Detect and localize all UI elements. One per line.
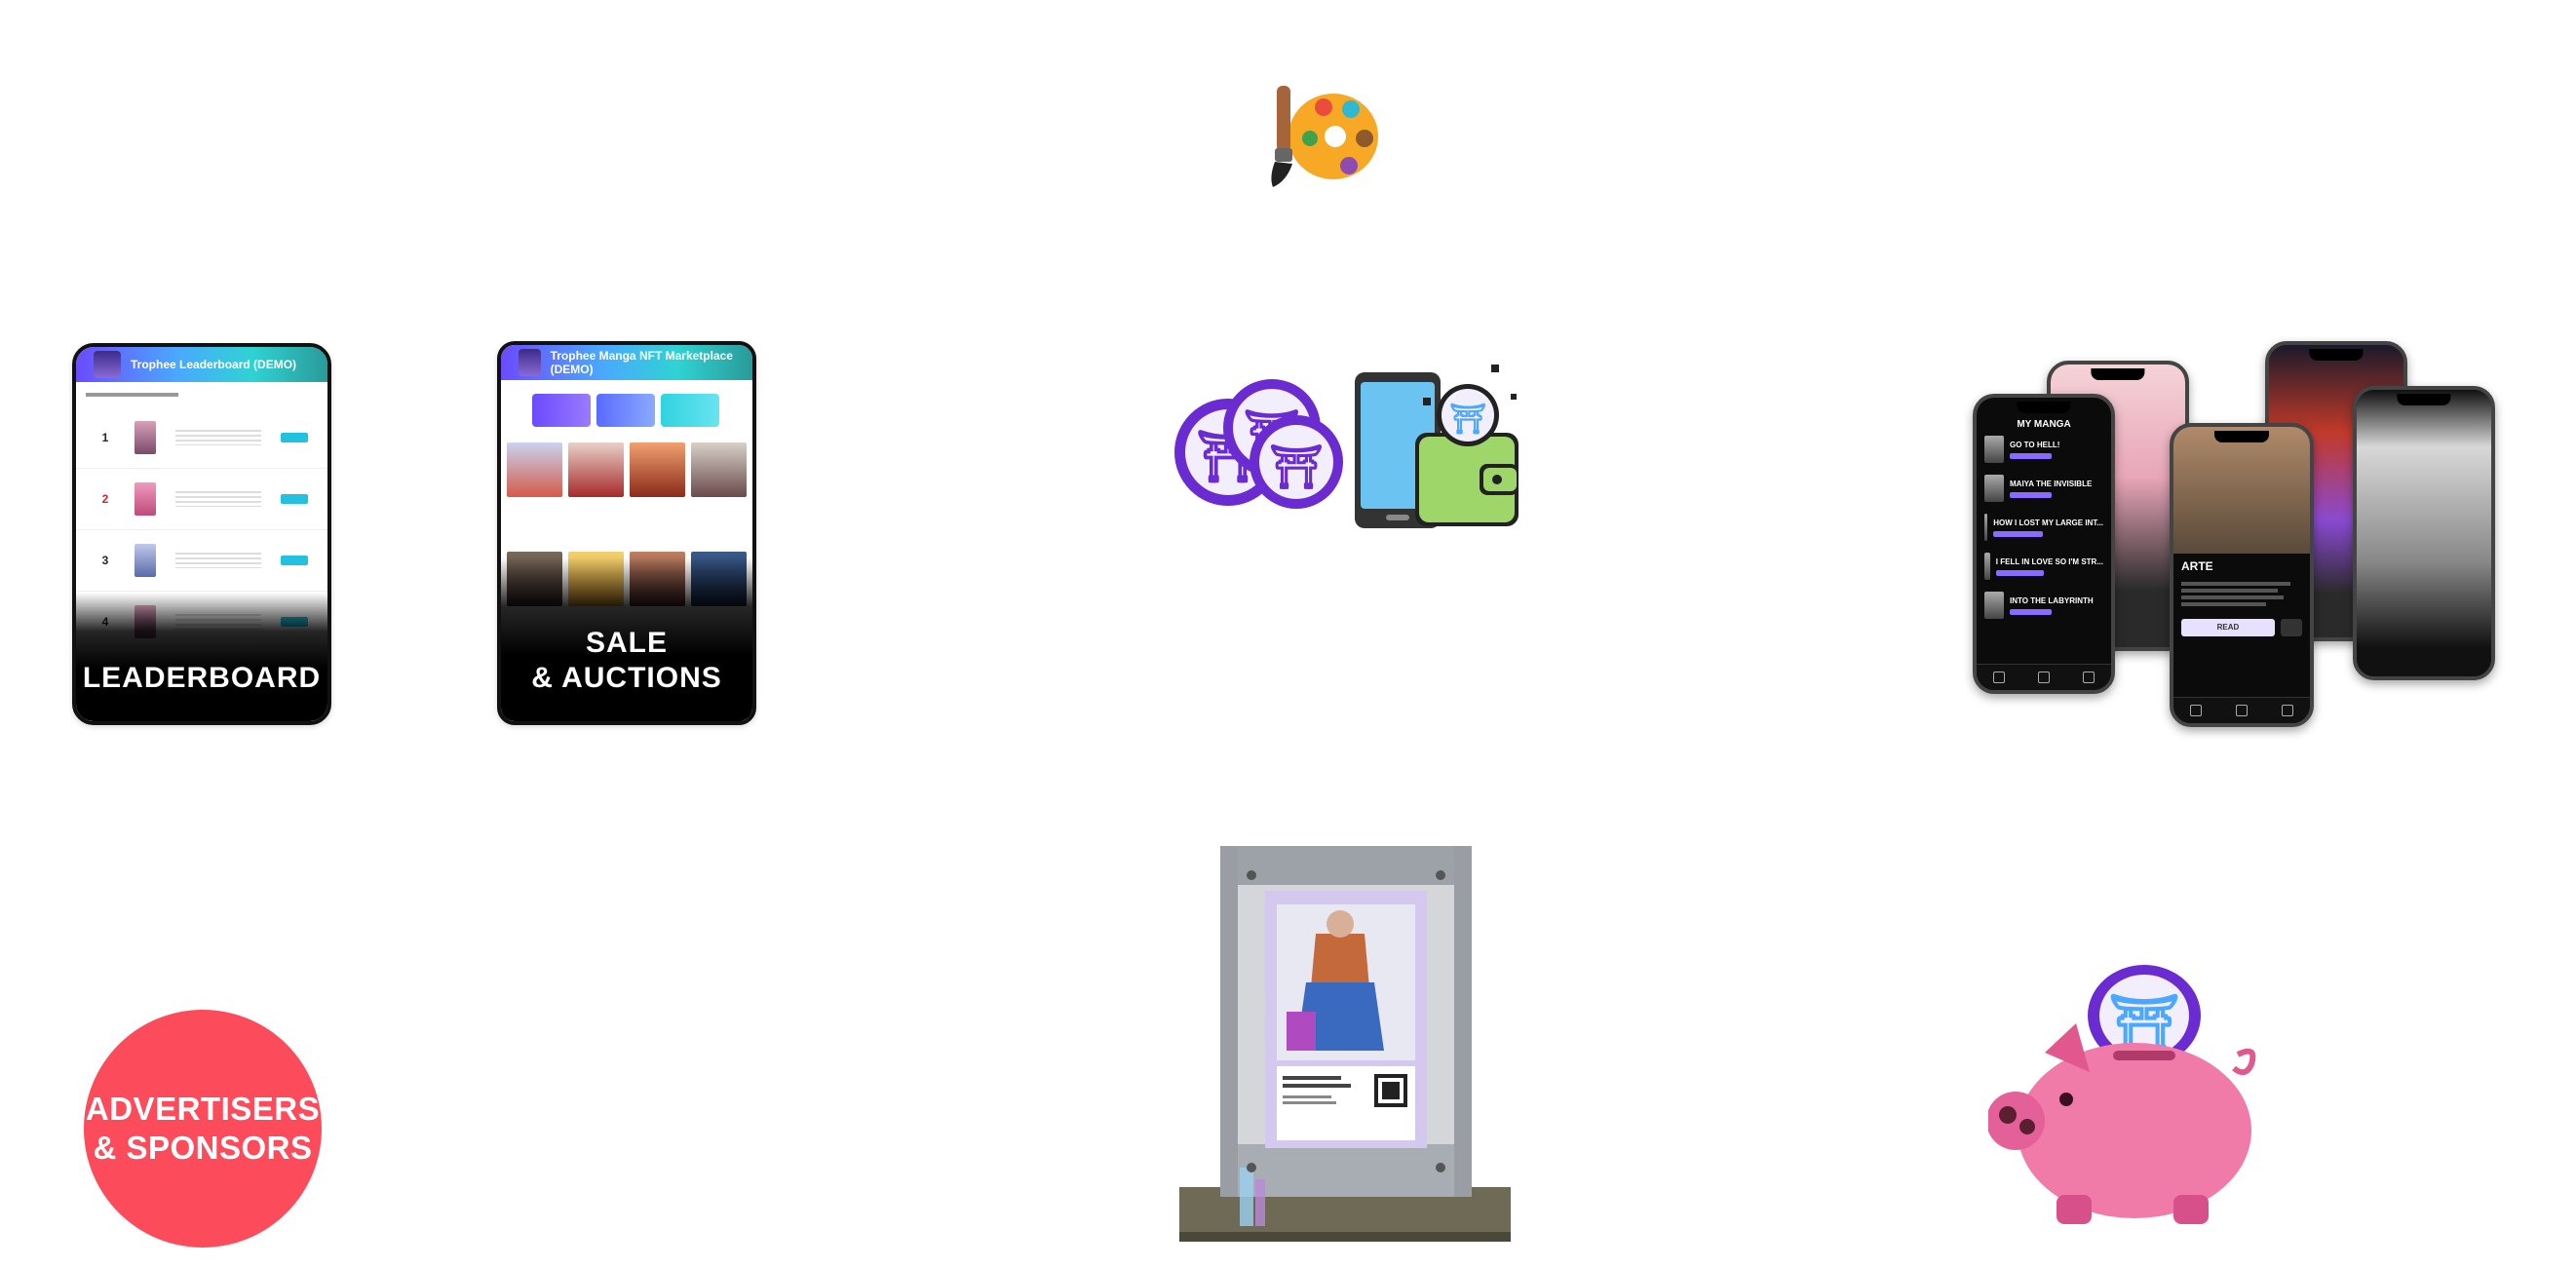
advertisers-sponsors-badge[interactable]: ADVERTISERS & SPONSORS bbox=[84, 1010, 322, 1248]
sale-auctions-banner-title: Trophee Manga NFT Marketplace (DEMO) bbox=[550, 349, 733, 376]
category-cards bbox=[501, 380, 752, 437]
avatar bbox=[94, 351, 121, 378]
item-thumb[interactable] bbox=[507, 442, 562, 497]
list-item[interactable]: GO TO HELL! bbox=[1977, 430, 2111, 469]
mini-action-button[interactable] bbox=[281, 494, 308, 504]
phone-mockup[interactable]: MY MANGA GO TO HELL! MAIYA THE INVISIBLE… bbox=[1973, 394, 2115, 694]
item-thumb[interactable] bbox=[568, 442, 624, 497]
leaderboard-banner-title: Trophee Leaderboard (DEMO) bbox=[131, 358, 297, 371]
latest-items-grid bbox=[501, 437, 752, 503]
list-item[interactable]: INTO THE LABYRINTH bbox=[1977, 586, 2111, 625]
list-item[interactable]: I FELL IN LOVE SO I'M STR... bbox=[1977, 547, 2111, 586]
nav-library-icon[interactable] bbox=[2281, 705, 2293, 716]
mini-action-button[interactable] bbox=[281, 433, 308, 442]
nav-home-icon[interactable] bbox=[2190, 705, 2203, 716]
leaderboard-card[interactable]: Trophee Leaderboard (DEMO) 1 2 3 4 bbox=[72, 343, 331, 725]
item-thumb[interactable] bbox=[691, 442, 747, 497]
table-row: 3 bbox=[76, 530, 327, 592]
read-button[interactable]: READ bbox=[2181, 619, 2275, 636]
mini-action-button[interactable] bbox=[281, 556, 308, 565]
phone-mockup[interactable]: ARTE READ bbox=[2170, 423, 2314, 727]
leaderboard-subheader bbox=[76, 382, 327, 407]
avatar bbox=[519, 349, 541, 376]
bottom-nav bbox=[2173, 697, 2310, 723]
phone-mockup bbox=[2353, 386, 2495, 680]
list-item[interactable]: HOW I LOST MY LARGE INT... bbox=[1977, 508, 2111, 547]
tokens-wallet-icon: ⛩ ⛩ ⛩ ⛩ bbox=[1174, 365, 1519, 528]
bottom-nav bbox=[1977, 664, 2111, 690]
sale-auctions-label: SALE & AUCTIONS bbox=[501, 557, 752, 721]
svg-text:⛩: ⛩ bbox=[1269, 442, 1324, 492]
add-button[interactable] bbox=[2281, 619, 2302, 636]
svg-text:⛩: ⛩ bbox=[1449, 403, 1486, 437]
featured-title: ARTE bbox=[2181, 559, 2213, 573]
sale-auctions-banner: Trophee Manga NFT Marketplace (DEMO) bbox=[501, 345, 752, 380]
category-card[interactable] bbox=[661, 394, 719, 427]
category-card[interactable] bbox=[596, 394, 655, 427]
item-thumb[interactable] bbox=[630, 442, 685, 497]
leaderboard-banner: Trophee Leaderboard (DEMO) bbox=[76, 347, 327, 382]
sale-auctions-card[interactable]: Trophee Manga NFT Marketplace (DEMO) SAL… bbox=[497, 341, 756, 725]
nav-browse-icon[interactable] bbox=[2038, 672, 2050, 683]
list-item[interactable]: MAIYA THE INVISIBLE bbox=[1977, 469, 2111, 508]
table-row: 2 bbox=[76, 469, 327, 530]
piggy-bank-icon: ⛩ bbox=[1988, 965, 2256, 1224]
nav-home-icon[interactable] bbox=[1993, 672, 2005, 683]
trophy-display-icon bbox=[1179, 846, 1511, 1242]
leaderboard-label: LEADERBOARD bbox=[76, 593, 327, 721]
category-card[interactable] bbox=[532, 394, 591, 427]
table-row: 1 bbox=[76, 407, 327, 469]
nav-browse-icon[interactable] bbox=[2235, 705, 2248, 716]
palette-icon bbox=[1271, 86, 1378, 187]
nav-library-icon[interactable] bbox=[2083, 672, 2095, 683]
